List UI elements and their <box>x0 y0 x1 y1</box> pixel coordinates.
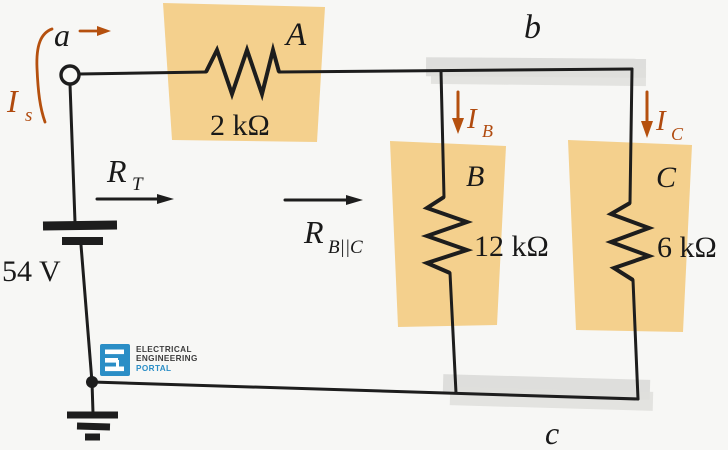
ib-current-subscript: B <box>482 121 493 141</box>
resistor-a-label: A <box>284 17 307 53</box>
source-current-subscript: s <box>25 105 32 126</box>
wires <box>68 67 640 401</box>
rt-arrow-icon <box>95 194 174 204</box>
ic-current-label: I <box>655 105 667 137</box>
resistor-a-value: 2 kΩ <box>210 109 270 142</box>
rbc-label: R <box>303 214 324 250</box>
node-label-c: c <box>545 415 559 450</box>
highlight-resistor-b <box>390 141 506 327</box>
ib-current-label: I <box>466 103 478 135</box>
wire-branch-b-top <box>439 69 446 199</box>
wire-branch-c-top <box>628 67 634 205</box>
ib-current-arrow-icon <box>452 90 464 134</box>
ground-symbol <box>67 380 118 441</box>
resistor-c-value: 6 kΩ <box>657 231 717 264</box>
wire-branch-c-bottom <box>631 278 640 401</box>
node-label-b: b <box>524 9 541 46</box>
ic-current-subscript: C <box>671 124 684 144</box>
wire-top-left <box>77 70 208 76</box>
rbc-arrow-icon <box>283 195 363 205</box>
resistor-c-symbol <box>605 201 655 282</box>
rt-label: R <box>106 153 127 189</box>
node-label-a: a <box>54 17 70 53</box>
eep-logo-line2: ENGINEERING <box>136 354 198 363</box>
wire-source-top <box>68 82 77 224</box>
ic-current-arrow-icon <box>641 90 653 138</box>
resistor-a-symbol <box>204 42 281 102</box>
source-voltage-label: 54 V <box>2 255 61 288</box>
junction-dot <box>86 376 98 388</box>
is-current-arrow-icon <box>35 26 111 124</box>
resistor-b-value: 12 kΩ <box>474 230 549 263</box>
resistor-b-symbol <box>420 195 474 275</box>
resistor-b-label: B <box>466 160 484 193</box>
battery-symbol <box>42 220 118 245</box>
rbc-subscript: B||C <box>328 237 363 258</box>
wire-bottom <box>90 380 640 401</box>
eep-logo: ELECTRICAL ENGINEERING PORTAL <box>100 344 198 376</box>
rt-subscript: T <box>132 174 144 195</box>
wire-top-right <box>277 67 634 74</box>
source-current-label: I <box>6 83 19 119</box>
resistor-c-label: C <box>656 161 677 194</box>
eep-logo-line3: PORTAL <box>136 364 171 373</box>
eep-logo-line1: ELECTRICAL <box>136 345 192 354</box>
terminal-node-a <box>59 64 81 86</box>
highlight-resistor-a <box>163 3 325 142</box>
wire-branch-b-bottom <box>448 271 458 395</box>
wire-source-bottom <box>79 243 94 384</box>
